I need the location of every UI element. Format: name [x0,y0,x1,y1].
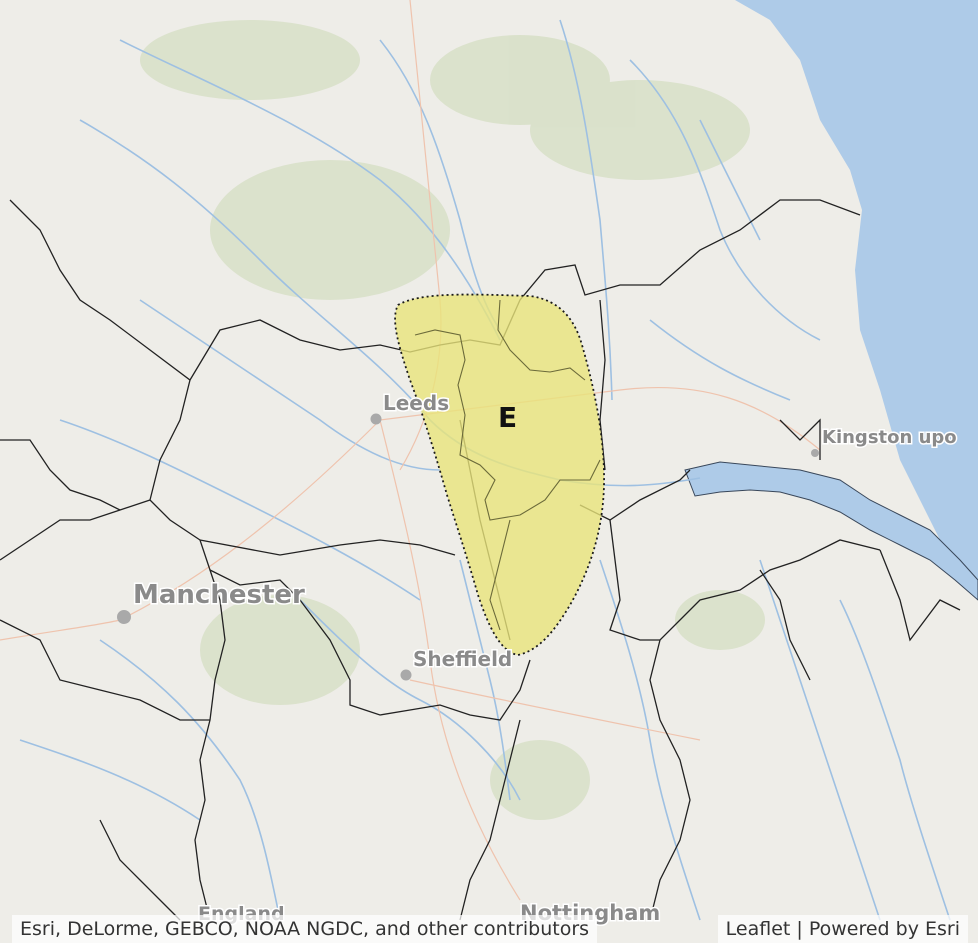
manchester-label: Manchester [133,580,305,610]
kingston-label: Kingston upo [822,427,957,448]
kingston-city-dot [811,449,819,457]
attribution-text: Esri, DeLorme, GEBCO, NOAA NGDC, and oth… [12,915,598,943]
humber-estuary [684,461,978,601]
sea [735,0,978,600]
leaflet-esri-attribution-link[interactable]: Leaflet | Powered by Esri [717,915,968,943]
zone-internal-boundaries [414,299,601,631]
zone-e-polygon[interactable] [394,293,605,656]
manchester-city-dot [117,610,131,624]
zone-label: E [498,401,517,434]
leeds-city-dot [370,413,382,425]
sheffield-city-dot [400,669,412,681]
vegetation [140,20,765,820]
leeds-label: Leeds [383,391,449,415]
sheffield-label: Sheffield [413,647,512,671]
